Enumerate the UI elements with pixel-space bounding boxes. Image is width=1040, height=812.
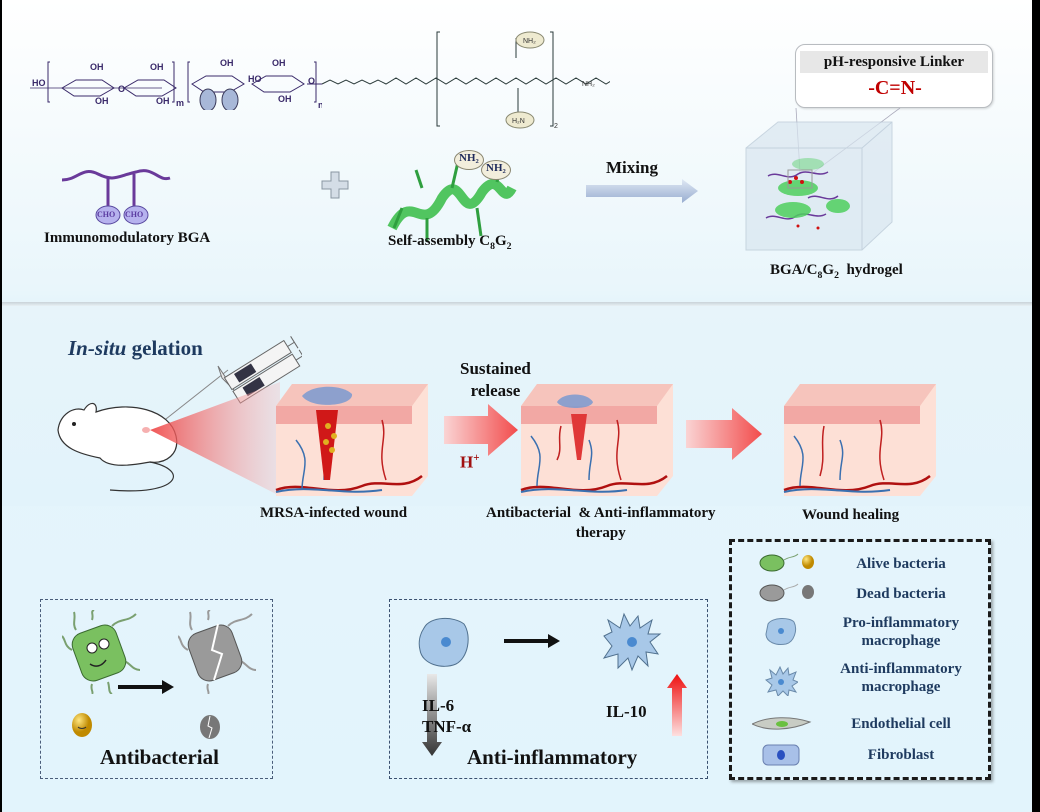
svg-text:NH₂: NH₂ [523,38,536,45]
legend-label: Endothelial cell [851,716,951,732]
mixing-label: Mixing [606,158,658,177]
hydrogel-label: BGA/C8G2 hydrogel [770,262,903,281]
svg-text:HO: HO [248,74,262,84]
svg-text:m: m [176,98,184,108]
bga-chemical-structure: HO OH OH OH OH O OH OH OH HO O m n [30,58,322,110]
healing-arrow [686,408,762,460]
svg-text:OH: OH [278,94,292,104]
bga-label: Immunomodulatory BGA [44,230,211,246]
endothelial-cell-icon [752,717,812,730]
increase-arrow [667,674,687,736]
callout-title: pH-responsive Linker [800,51,988,73]
svg-text:OH: OH [220,58,234,68]
alive-bacterium-small-icon [72,713,92,737]
peptide-label: Self-assembly C8G2 [388,233,512,252]
amine-label: NH₂ [459,152,479,164]
wound-skin-healed [783,384,936,496]
amine-label: NH₂ [486,162,506,174]
legend-item: Anti-inflammatory macrophage [742,660,982,704]
amine-bubble [454,150,484,170]
wound-skin-treated [520,384,673,496]
antibacterial-title: Antibacterial [100,745,219,769]
zoom-cone [150,382,280,496]
legend-label: Alive bacteria [856,556,946,572]
legend-item: Dead bacteria [742,580,982,606]
stage3-label: Wound healing [802,507,900,523]
anti-inflammatory-macrophage-icon [764,666,798,696]
svg-text:OH: OH [95,96,109,106]
decrease-arrow [422,674,442,756]
polarization-arrow [504,634,560,648]
pro-inflammatory-macrophage-icon [418,618,469,667]
legend-label: Dead bacteria [856,586,946,602]
legend-item: Fibroblast [742,742,982,768]
svg-text:OH: OH [150,62,164,72]
svg-text:OH: OH [90,62,104,72]
gelation-label: In-situ gelation [68,336,203,360]
cho-group-label: CHO [125,210,144,219]
dead-bacterium-small-icon [200,715,220,739]
alive-bacterium-icon [62,610,141,694]
amine-bubble [481,160,511,180]
imine-bond-label: -C=N- [868,77,922,99]
anti-inflammatory-title: Anti-inflammatory [467,745,638,769]
legend-item: Endothelial cell [742,710,982,736]
legend-label: Pro-inflammatory macrophage [842,615,960,649]
alive-bacteria-icon [759,553,814,572]
ph-linker-callout: pH-responsive Linker -C=N- [795,44,993,108]
cho-group-label: CHO [97,210,116,219]
svg-text:HO: HO [32,78,46,88]
svg-text:OH: OH [156,96,170,106]
upregulated-cytokine: IL-10 [606,702,647,721]
kill-arrow [118,680,174,694]
stage1-label: MRSA-infected wound [260,505,408,521]
section-divider [2,302,1032,306]
svg-text:O: O [308,76,315,86]
svg-text:n: n [318,100,322,110]
sustained-release-arrow [444,404,518,456]
pro-inflammatory-macrophage-icon [765,618,797,645]
svg-text:NH₂: NH₂ [582,81,595,88]
plus-icon [321,171,349,199]
legend-item: Alive bacteria [742,550,982,576]
hydrogel-cube-icon [745,121,893,251]
mixing-arrow [586,179,698,203]
fibroblast-icon [762,744,800,766]
peptide-chemical-structure: NH₂ H₂N 2 NH₂ [321,31,610,130]
svg-text:OH: OH [272,58,286,68]
h-plus-label: H+ [460,452,480,472]
antibacterial-panel [40,599,273,779]
svg-text:2: 2 [554,123,558,130]
legend-label: Anti-inflammatory macrophage [840,661,962,695]
legend-label: Fibroblast [867,747,935,763]
legend-item: Pro-inflammatory macrophage [742,610,982,654]
svg-text:H₂N: H₂N [512,118,525,125]
anti-inflammatory-panel [389,599,708,779]
dead-bacteria-icon [759,583,814,602]
dead-bacterium-icon [178,610,257,694]
wound-skin-infected [275,384,428,496]
bga-polymer-icon [61,169,171,225]
anti-inflammatory-macrophage-icon [602,612,662,672]
legend-box [729,539,991,780]
svg-text:O: O [118,84,125,94]
